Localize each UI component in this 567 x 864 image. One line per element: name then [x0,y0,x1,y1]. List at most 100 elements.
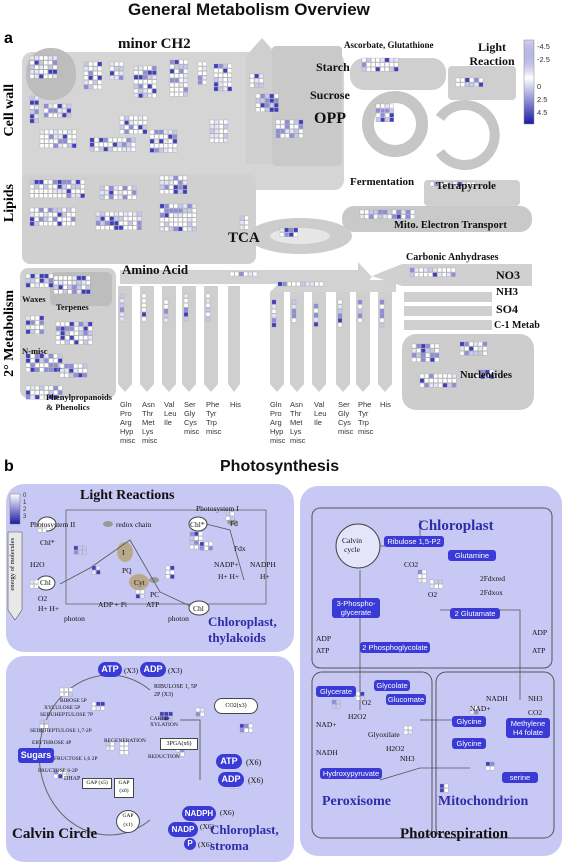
color-scale-ticks: -4.5 -2.5 0 2.5 4.5 [537,40,550,119]
hplus-3: H+ [260,572,270,581]
heatmap-cell [58,134,63,139]
heatmap-cell [88,326,93,331]
heatmap-cell [265,98,270,103]
heatmap-cell [124,120,129,125]
heatmap-cell [141,312,147,317]
heatmap-cell [109,216,114,221]
heatmap-cell [58,129,63,135]
heatmap-cell [369,209,374,215]
fdx-label: Fdx [234,544,246,553]
heatmap-cell [434,181,439,187]
heatmap-cell [133,115,138,121]
sedo7p: SEDUHEPTULOSE 7P [40,712,94,718]
heatmap-cell [63,275,68,281]
heatmap-cell [35,390,40,395]
heatmap-cell [159,180,165,185]
heatmap-cell [48,69,53,74]
heatmap-cell [69,335,74,340]
o2b-label: O2 [362,698,372,707]
heatmap-cell [83,71,89,76]
heatmap-cell [59,373,65,378]
heatmap-cell [133,79,139,84]
heatmap-cell [128,211,133,217]
heatmap-cell [104,190,109,195]
heatmap-cell [164,226,169,232]
heatmap-cell [192,213,197,218]
heatmap-cell [53,285,59,290]
x6-d: (X6) [200,822,215,831]
heatmap-cell [149,139,155,144]
heatmap-cell [96,570,101,575]
heatmap-cell [44,278,49,283]
no3-label: NO3 [496,268,520,282]
heatmap-cell [62,103,67,109]
heatmap-cell [172,143,178,148]
heatmap-cell [39,283,44,288]
heatmap-cell [25,329,31,334]
heatmap-cell [485,766,490,771]
nadp-pill: NADP [168,822,198,837]
heatmap-cell [122,137,127,143]
heatmap-cell [421,353,426,358]
heatmap-cell [169,180,174,185]
heatmap-cell [179,92,184,97]
heatmap-cell [434,348,440,353]
heatmap-cell [411,343,417,349]
heatmap-cell [164,185,169,190]
heatmap-cell [375,103,381,109]
heatmap-cell [183,87,188,92]
heatmap-cell [119,298,125,303]
heatmap-cell [379,313,385,318]
heatmap-cell [123,216,128,221]
heatmap-cell [152,65,157,71]
heatmap-cells [25,55,499,400]
nadh-label: NADH [316,748,338,757]
heatmap-cell [48,367,54,372]
heatmap-cell [58,285,63,290]
heatmap-cell [140,589,145,594]
heatmap-cell [99,137,104,143]
heatmap-cell [34,179,39,185]
heatmap-cell [143,79,148,84]
heatmap-cell [218,86,223,92]
heatmap-cell [109,211,114,217]
heatmap-cell [194,536,199,541]
heatmap-cell [100,211,105,217]
heatmap-cell [337,304,343,309]
heatmap-cell [88,61,93,67]
heatmap-cell [419,378,425,383]
heatmap-cell [285,124,290,129]
heatmap-cell [119,115,125,121]
heatmap-cell [438,378,443,383]
heatmap-cell [93,66,98,71]
heatmap-cell [25,367,31,372]
heatmap-cell [44,724,49,729]
heatmap-cell [178,203,183,209]
heatmap-cell [62,129,68,135]
heatmap-cell [248,728,253,733]
heatmap-cell [163,313,169,318]
atp-pill: ATP [98,662,122,677]
heatmap-cell [360,691,365,696]
heatmap-cell [446,272,451,277]
waxes-label: Waxes [22,294,46,304]
heatmap-cell [459,346,465,351]
heatmap-cell [152,84,157,89]
heatmap-cell [71,221,76,226]
heatmap-cell [202,75,207,80]
heatmap-cell [48,390,54,395]
heatmap-cell [387,214,392,219]
heatmap-cell [131,142,136,147]
panel-b-letter: b [4,458,14,475]
heatmap-cell [58,275,63,281]
color-scale [523,39,535,125]
minor-ch2-label: minor CH2 [118,36,191,52]
heatmap-cell [416,348,421,353]
heatmap-cell [294,119,299,125]
heatmap-cell [248,271,253,277]
heatmap-cell [384,57,390,63]
heatmap-cell [214,129,219,134]
heatmap-cell [127,185,132,191]
p-pill: P [184,838,196,850]
nadplus2-label: NAD+ [470,704,491,713]
